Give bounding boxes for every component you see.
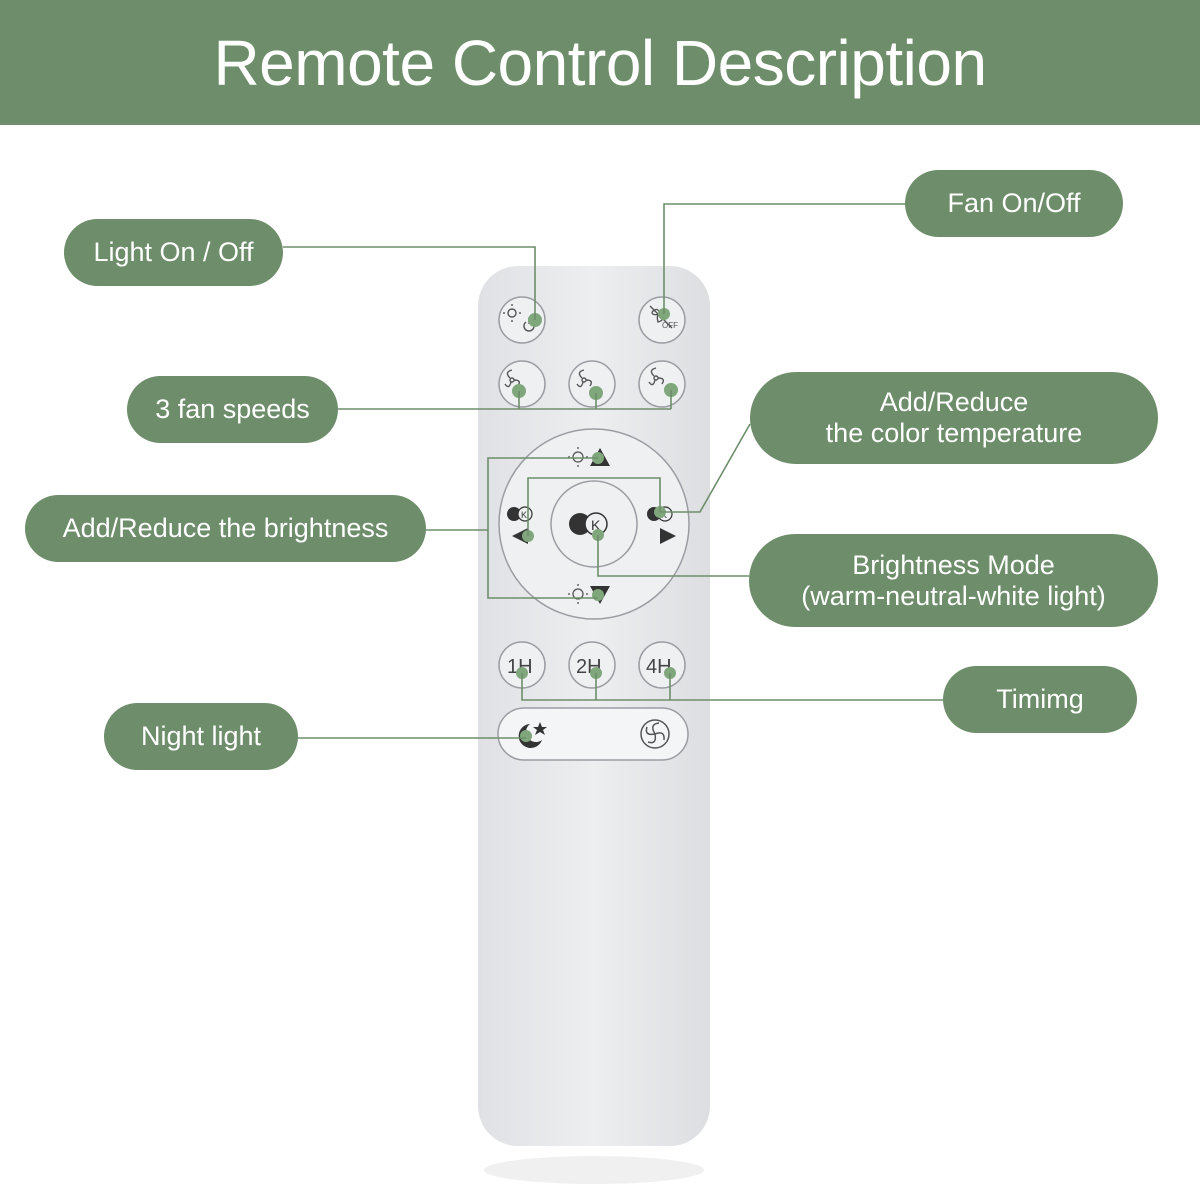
label-text: 3 fan speeds	[155, 394, 310, 424]
label-color-temperature: Add/Reduce the color temperature	[750, 372, 1158, 464]
sun-power-icon	[503, 304, 535, 332]
label-text: Timimg	[996, 684, 1084, 714]
label-text: Fan On/Off	[947, 188, 1081, 218]
color-temp-icon	[569, 512, 608, 536]
sun-icon	[568, 584, 588, 604]
label-text-line1: Brightness Mode	[852, 549, 1055, 580]
label-fan-on-off: Fan On/Off	[905, 170, 1123, 237]
timer-2h-button[interactable]: 2H	[568, 641, 616, 689]
color-temp-up-button[interactable]: K	[647, 506, 676, 544]
label-text: Add/Reduce the brightness	[62, 513, 389, 543]
callout-dot	[520, 730, 532, 742]
natural-wind-icon	[640, 719, 670, 749]
light-power-button[interactable]	[498, 296, 546, 344]
header-banner: Remote Control Description	[0, 0, 1200, 125]
label-text-line2: the color temperature	[825, 418, 1083, 448]
label-text: Light On / Off	[93, 237, 254, 267]
remote-shadow	[484, 1156, 704, 1184]
label-timing: Timimg	[943, 666, 1137, 733]
fan-icon	[648, 367, 665, 386]
bottom-pill-buttons[interactable]	[497, 707, 689, 761]
label-light-on-off: Light On / Off	[64, 219, 283, 286]
left-k-text: K	[521, 510, 527, 520]
center-k-text: K	[591, 517, 601, 533]
triangle-right-icon	[660, 528, 676, 544]
label-fan-speeds: 3 fan speeds	[127, 376, 338, 443]
label-text: Night light	[140, 721, 262, 751]
label-text-line2: (warm-neutral-white light)	[801, 580, 1106, 611]
callout-dot	[592, 589, 604, 601]
sun-icon	[568, 447, 588, 467]
fan-speed-2-button[interactable]	[568, 360, 616, 408]
label-text-line1: Add/Reduce	[879, 387, 1029, 417]
label-brightness-mode: Brightness Mode (warm-neutral-white ligh…	[749, 534, 1158, 627]
callout-lines	[283, 203, 943, 739]
fan-icon	[576, 369, 593, 388]
fan-speed-3-button[interactable]	[638, 360, 686, 408]
label-brightness: Add/Reduce the brightness	[25, 495, 426, 562]
fan-off-button[interactable]: OFF	[638, 296, 686, 344]
fan-speed-1-button[interactable]	[498, 360, 546, 408]
label-night-light: Night light	[104, 703, 298, 770]
fan-off-text: OFF	[662, 321, 678, 330]
moon-star-icon	[518, 722, 547, 748]
page-title: Remote Control Description	[213, 26, 987, 99]
timer-4h-button[interactable]: 4H	[638, 641, 686, 689]
